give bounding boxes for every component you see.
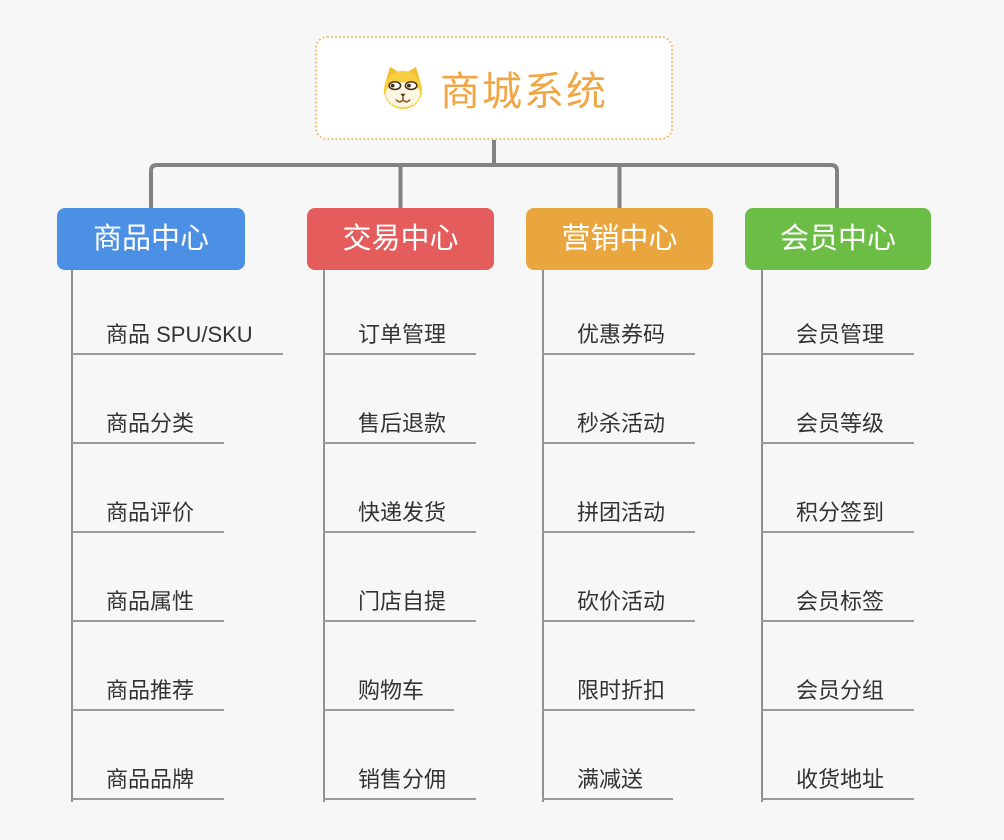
leaf-item[interactable]: 会员等级 [761,411,915,444]
leaf-item[interactable]: 优惠券码 [542,322,696,355]
leaf-item[interactable]: 购物车 [323,678,455,711]
leaf-item[interactable]: 商品属性 [71,589,225,622]
branch-column-trade-center: 订单管理 售后退款 快递发货 门店自提 购物车 销售分佣 [323,270,553,802]
leaf-item[interactable]: 商品推荐 [71,678,225,711]
leaf-item[interactable]: 收货地址 [761,767,915,800]
branch-bar-connector [149,163,839,208]
branch-column-member-center: 会员管理 会员等级 积分签到 会员标签 会员分组 收货地址 [761,270,991,802]
branch-node-member-center[interactable]: 会员中心 [745,208,931,270]
leaf-item[interactable]: 订单管理 [323,322,477,355]
branch-node-product-center[interactable]: 商品中心 [57,208,245,270]
shiba-dog-face-icon [383,66,423,110]
leaf-item[interactable]: 秒杀活动 [542,411,696,444]
leaf-item[interactable]: 限时折扣 [542,678,696,711]
leaf-item[interactable]: 售后退款 [323,411,477,444]
branch-column-product-center: 商品 SPU/SKU 商品分类 商品评价 商品属性 商品推荐 商品品牌 [71,270,301,802]
leaf-item[interactable]: 门店自提 [323,589,477,622]
branch-node-trade-center[interactable]: 交易中心 [307,208,494,270]
leaf-item[interactable]: 快递发货 [323,500,477,533]
leaf-item[interactable]: 积分签到 [761,500,915,533]
leaf-item[interactable]: 拼团活动 [542,500,696,533]
leaf-item[interactable]: 销售分佣 [323,767,477,800]
leaf-item[interactable]: 满减送 [542,767,674,800]
leaf-item[interactable]: 会员分组 [761,678,915,711]
leaf-item[interactable]: 砍价活动 [542,589,696,622]
leaf-item[interactable]: 商品品牌 [71,767,225,800]
root-node[interactable]: 商城系统 [315,36,673,140]
branch-node-marketing-center[interactable]: 营销中心 [526,208,713,270]
root-title: 商城系统 [440,70,608,114]
leaf-item[interactable]: 会员标签 [761,589,915,622]
leaf-item[interactable]: 会员管理 [761,322,915,355]
leaf-item[interactable]: 商品评价 [71,500,225,533]
leaf-item[interactable]: 商品分类 [71,411,225,444]
branch-column-marketing-center: 优惠券码 秒杀活动 拼团活动 砍价活动 限时折扣 满减送 [542,270,772,802]
leaf-item[interactable]: 商品 SPU/SKU [71,322,283,355]
